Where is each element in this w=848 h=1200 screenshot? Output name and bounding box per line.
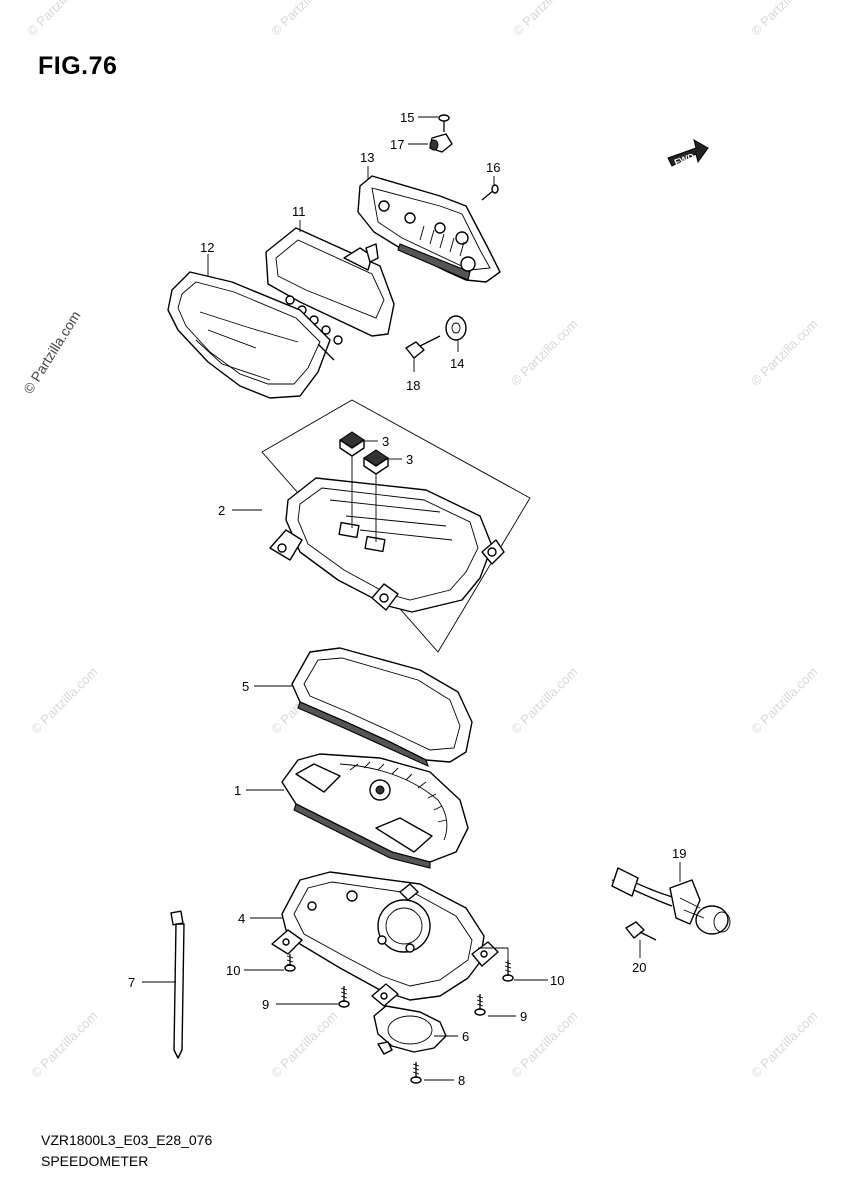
- callout-15: 15: [400, 110, 414, 125]
- callout-13: 13: [360, 150, 374, 165]
- part-1-speedometer: [281, 753, 469, 869]
- part-8-screw: [410, 1062, 422, 1084]
- callout-10: 10: [550, 973, 564, 988]
- part-13-case-bracket: [357, 175, 501, 283]
- part-12-lens-frame: [167, 271, 335, 399]
- part-3-cushion: [363, 449, 389, 542]
- callout-10: 10: [226, 963, 240, 978]
- fwd-arrow-icon: FWD: [667, 138, 709, 168]
- callout-11: 11: [292, 204, 306, 219]
- callout-14: 14: [450, 356, 464, 371]
- callout-6: 6: [462, 1029, 469, 1044]
- callout-16: 16: [486, 160, 500, 175]
- part-19-speed-sensor: [611, 867, 731, 935]
- part-17-clip: [429, 133, 453, 153]
- diagram-name: SPEEDOMETER: [41, 1153, 149, 1169]
- part-7-cable-tie: [170, 910, 185, 1059]
- part-6-plate: [373, 1005, 447, 1055]
- part-18-bolt: [405, 335, 441, 359]
- part-10-screw: [284, 954, 296, 972]
- part-4-lower-case: [271, 871, 499, 1007]
- callout-9: 9: [262, 997, 269, 1012]
- diagram-code: VZR1800L3_E03_E28_076: [41, 1132, 213, 1148]
- leader-lines: [142, 116, 681, 1081]
- callout-12: 12: [200, 240, 214, 255]
- callout-labels: 15 17 13 16 11 12 18 14 3 3 2 5 1 4 7 10…: [128, 110, 686, 1088]
- fwd-label: FWD: [673, 151, 696, 168]
- figure-title: FIG.76: [38, 52, 118, 80]
- part-5-seal: [291, 647, 473, 768]
- callout-19: 19: [672, 846, 686, 861]
- part-20-bolt: [625, 921, 657, 941]
- callout-1: 1: [234, 783, 241, 798]
- part-3-cushion: [339, 431, 365, 528]
- callout-17: 17: [390, 137, 404, 152]
- part-16-screw: [481, 184, 499, 201]
- callout-3: 3: [382, 434, 389, 449]
- part-11-lcd-unit: [265, 227, 395, 345]
- part-14-grommet: [445, 315, 467, 341]
- callout-2: 2: [218, 503, 225, 518]
- callout-3: 3: [406, 452, 413, 467]
- callout-20: 20: [632, 960, 646, 975]
- callout-18: 18: [406, 378, 420, 393]
- part-2-upper-case: [269, 477, 505, 613]
- part-9-screw: [338, 986, 350, 1008]
- callout-8: 8: [458, 1073, 465, 1088]
- callout-7: 7: [128, 975, 135, 990]
- part-15-screw: [438, 114, 450, 132]
- callout-4: 4: [238, 911, 245, 926]
- callout-5: 5: [242, 679, 249, 694]
- callout-9: 9: [520, 1009, 527, 1024]
- part-9-screw: [474, 994, 486, 1016]
- part-10-screw: [502, 960, 514, 982]
